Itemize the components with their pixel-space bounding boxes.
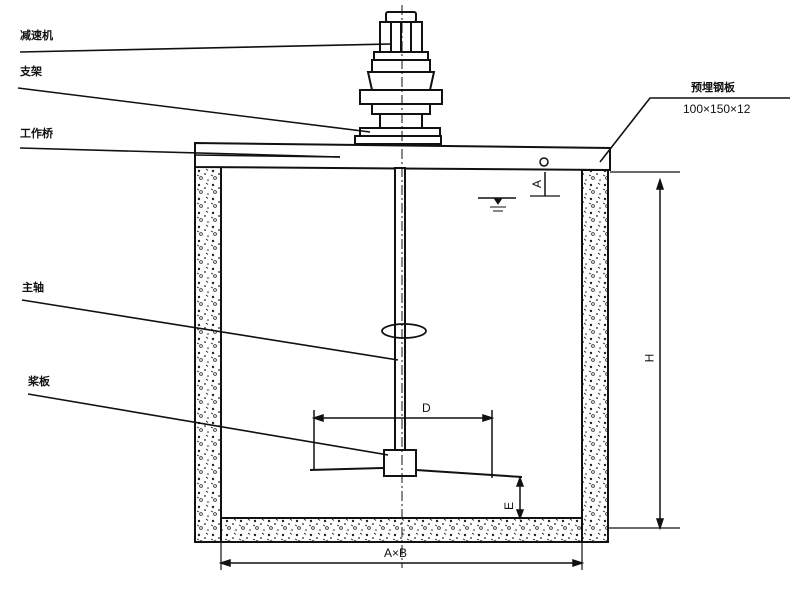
reducer-leader bbox=[19, 43, 393, 53]
dimension-d-label: D bbox=[422, 401, 431, 415]
main-shaft bbox=[394, 167, 406, 451]
embedded-plate-size: 100×150×12 bbox=[683, 102, 751, 116]
left-tank-wall bbox=[194, 166, 222, 543]
dimension-a-label: A bbox=[530, 179, 545, 189]
work-bridge-label: 工作桥 bbox=[20, 127, 53, 140]
paddle-leader bbox=[27, 393, 389, 456]
shaft-leader bbox=[21, 299, 399, 361]
water-level-symbol bbox=[478, 197, 516, 212]
embedded-plate-leader bbox=[599, 97, 790, 163]
paddle-blade-right bbox=[415, 469, 523, 478]
paddle-hub bbox=[383, 449, 417, 477]
reducer-label: 减速机 bbox=[20, 29, 53, 42]
dimension-ab-label: A×B bbox=[384, 546, 408, 560]
dimension-e-label: E bbox=[502, 501, 517, 511]
shaft-coupling bbox=[381, 323, 427, 339]
reducer-assembly bbox=[359, 11, 443, 129]
paddle-blade-left bbox=[309, 467, 385, 471]
embedded-plate-label: 预埋钢板 bbox=[691, 81, 735, 94]
bracket bbox=[359, 127, 441, 137]
dimension-h-label: H bbox=[642, 353, 657, 363]
shaft-label: 主轴 bbox=[22, 281, 44, 294]
work-bridge-leader bbox=[19, 147, 341, 158]
bracket-label: 支架 bbox=[20, 65, 42, 78]
bracket-leader bbox=[17, 87, 371, 133]
paddle-label: 桨板 bbox=[28, 375, 50, 388]
right-tank-wall bbox=[581, 169, 609, 543]
